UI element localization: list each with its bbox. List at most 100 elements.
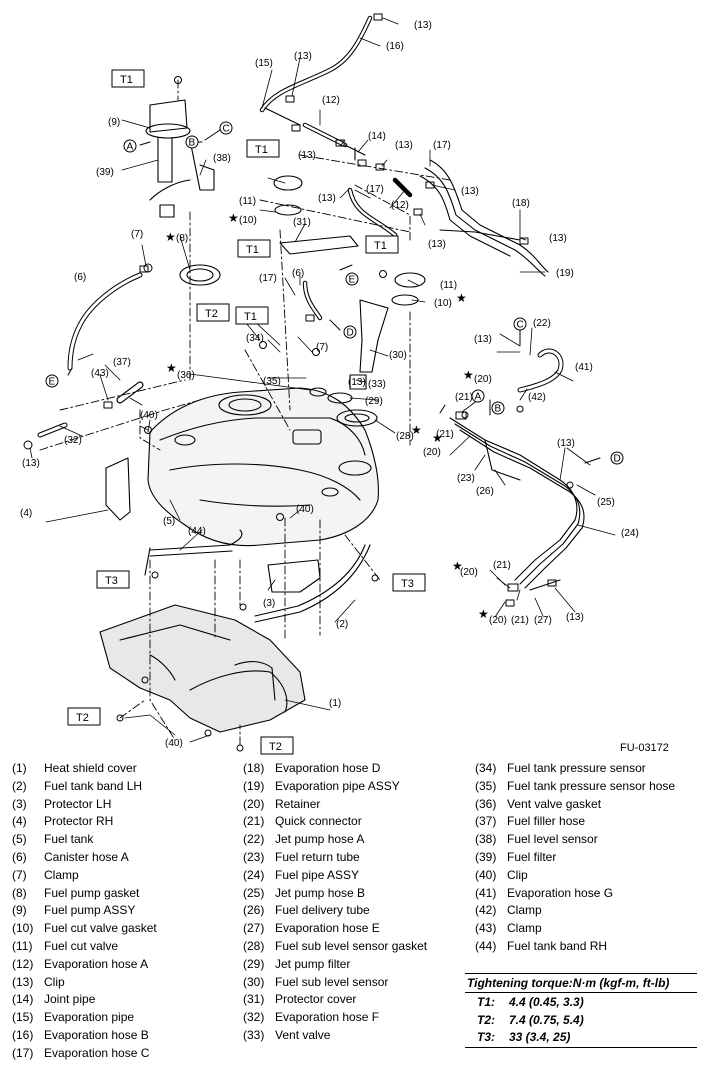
legend-item-name: Clamp bbox=[507, 921, 542, 936]
legend-item-number: (2) bbox=[12, 778, 27, 793]
star-mark: ★ bbox=[165, 230, 176, 244]
callout-13: (13) bbox=[318, 193, 336, 204]
heat-shield-cover-shape bbox=[99, 604, 306, 733]
legend-item-number: (33) bbox=[243, 1027, 265, 1042]
torque-key: T2: bbox=[477, 1012, 495, 1027]
legend-item-number: (5) bbox=[12, 832, 27, 847]
legend-item-number: (20) bbox=[243, 796, 265, 811]
star-mark: ★ bbox=[478, 607, 489, 621]
connection-mark-a: A bbox=[471, 389, 485, 403]
evaporation-pipe-assy bbox=[429, 159, 549, 273]
torque-box: T1 bbox=[235, 306, 269, 325]
callout-13: (13) bbox=[22, 458, 40, 469]
evaporation-hose-b bbox=[259, 15, 373, 113]
legend-item-name: Protector cover bbox=[275, 992, 357, 1007]
legend-item-number: (39) bbox=[475, 849, 497, 864]
callout-21: (21) bbox=[455, 392, 473, 403]
evaporation-hose-d bbox=[392, 177, 413, 198]
legend-item-name: Evaporation hose C bbox=[44, 1045, 150, 1060]
connection-mark-e: E bbox=[345, 272, 359, 286]
connection-mark-e: E bbox=[45, 374, 59, 388]
callout-11: (11) bbox=[239, 196, 256, 207]
callout-26: (26) bbox=[476, 486, 494, 497]
protector-lh bbox=[267, 559, 321, 593]
legend-item-number: (6) bbox=[12, 849, 27, 864]
callout-17: (17) bbox=[259, 273, 277, 284]
svg-text:A: A bbox=[475, 392, 482, 403]
callout-13: (13) bbox=[557, 438, 575, 449]
legend-item-name: Clip bbox=[44, 974, 65, 989]
legend-item-name: Evaporation hose E bbox=[275, 921, 380, 936]
svg-text:B: B bbox=[495, 404, 502, 415]
svg-text:T1: T1 bbox=[255, 144, 268, 156]
callout-32: (32) bbox=[64, 435, 82, 446]
legend-item-number: (4) bbox=[12, 814, 27, 829]
legend-item-name: Joint pipe bbox=[44, 992, 96, 1007]
fuel-pump-assy bbox=[149, 99, 188, 133]
star-mark: ★ bbox=[456, 291, 467, 305]
svg-text:T2: T2 bbox=[76, 712, 89, 724]
diagram-code: FU-03172 bbox=[620, 742, 669, 754]
torque-box: T2 bbox=[196, 303, 230, 322]
star-mark: ★ bbox=[432, 431, 443, 445]
callout-28: (28) bbox=[396, 431, 414, 442]
legend-item-name: Clip bbox=[507, 867, 528, 882]
legend-item-number: (15) bbox=[12, 1010, 34, 1025]
callout-25: (25) bbox=[597, 497, 615, 508]
evaporation-hose-c bbox=[347, 187, 398, 238]
callout-10: (10) bbox=[434, 298, 452, 309]
legend-item-number: (13) bbox=[12, 974, 34, 989]
torque-value: 4.4 (0.45, 3.3) bbox=[509, 995, 584, 1009]
callout-13: (13) bbox=[461, 186, 479, 197]
callout-33: (33) bbox=[368, 379, 386, 390]
connection-mark-a: A bbox=[123, 139, 137, 153]
torque-row: T3: 33 (3.4, 25) bbox=[465, 1028, 697, 1046]
legend-item-number: (40) bbox=[475, 867, 497, 882]
joint-pipe bbox=[344, 144, 366, 161]
vent-valve-gasket bbox=[309, 387, 327, 397]
svg-text:D: D bbox=[347, 328, 354, 339]
torque-box: T1 bbox=[246, 139, 280, 158]
legend-item-number: (35) bbox=[475, 778, 497, 793]
svg-text:A: A bbox=[127, 142, 134, 153]
legend-item-name: Evaporation pipe bbox=[44, 1010, 135, 1025]
legend-item-name: Fuel sub level sensor gasket bbox=[275, 938, 428, 953]
callout-44: (44) bbox=[188, 526, 206, 537]
legend-item-number: (23) bbox=[243, 849, 265, 864]
legend-item-number: (10) bbox=[12, 921, 34, 936]
callout-13: (13) bbox=[298, 150, 316, 161]
connection-mark-d: D bbox=[343, 325, 357, 339]
legend-item-name: Vent valve gasket bbox=[507, 796, 602, 811]
callout-11: (11) bbox=[440, 280, 457, 291]
callout-34: (34) bbox=[246, 333, 264, 344]
svg-text:C: C bbox=[223, 124, 230, 135]
callout-10: (10) bbox=[239, 215, 257, 226]
legend-item-number: (18) bbox=[243, 761, 265, 775]
legend-item-name: Retainer bbox=[275, 796, 321, 811]
legend-item-number: (12) bbox=[12, 956, 34, 971]
legend-item-name: Fuel pump gasket bbox=[44, 885, 140, 900]
legend-item-number: (22) bbox=[243, 832, 265, 847]
legend-item-name: Fuel tank bbox=[44, 832, 94, 847]
legend-item-name: Evaporation pipe ASSY bbox=[275, 778, 400, 793]
callout-14: (14) bbox=[368, 131, 386, 142]
callout-24: (24) bbox=[621, 528, 639, 539]
legend-item-name: Fuel tank pressure sensor bbox=[507, 761, 646, 775]
callout-43: (43) bbox=[91, 368, 109, 379]
legend-item-name: Fuel pipe ASSY bbox=[275, 867, 360, 882]
svg-text:T1: T1 bbox=[120, 74, 133, 86]
fuel-cut-valve-upper bbox=[273, 175, 303, 191]
callout-38: (38) bbox=[213, 153, 231, 164]
fuel-cut-valve-gasket-right bbox=[391, 294, 419, 306]
fuel-system-exploded-diagram: T1 T1 T1 T1 T1 T2 T2 T2 T3 T3 A B C E D … bbox=[20, 13, 639, 755]
legend-item-name: Fuel return tube bbox=[275, 849, 360, 864]
legend-item-name: Fuel sub level sensor bbox=[275, 974, 389, 989]
callout-21: (21) bbox=[493, 560, 511, 571]
callout-12: (12) bbox=[391, 200, 409, 211]
torque-box: T2 bbox=[260, 736, 294, 755]
callout-labels: (1) (2) (3) (4) (5) (6) (6) (7) (7) (8) … bbox=[20, 20, 639, 749]
callout-41: (41) bbox=[575, 362, 593, 373]
callout-29: (29) bbox=[365, 396, 383, 407]
callout-21: (21) bbox=[511, 615, 529, 626]
torque-box: T1 bbox=[365, 235, 399, 254]
